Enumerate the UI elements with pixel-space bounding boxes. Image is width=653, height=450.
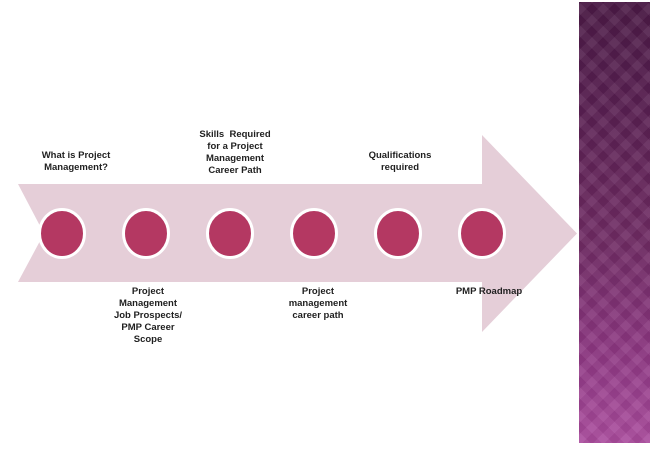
milestone-circle-5 <box>374 208 422 259</box>
milestone-circle-4 <box>290 208 338 259</box>
step-label-skills-required: Skills Required for a Project Management… <box>199 129 271 176</box>
step-label-job-prospects-pmp-career-scope: Project Management Job Prospects/ PMP Ca… <box>113 286 183 345</box>
accent-sidebar <box>579 2 650 443</box>
step-label-qualifications-required: Qualifications required <box>368 150 432 173</box>
accent-sidebar-diamond-pattern <box>579 2 650 443</box>
milestone-circle-1 <box>38 208 86 259</box>
step-label-what-is-project-management: What is Project Management? <box>41 150 111 173</box>
milestone-circle-2 <box>122 208 170 259</box>
milestone-circle-3 <box>206 208 254 259</box>
step-label-project-management-career-path: Project management career path <box>288 286 348 321</box>
milestone-circle-6 <box>458 208 506 259</box>
step-label-pmp-roadmap: PMP Roadmap <box>455 286 523 297</box>
